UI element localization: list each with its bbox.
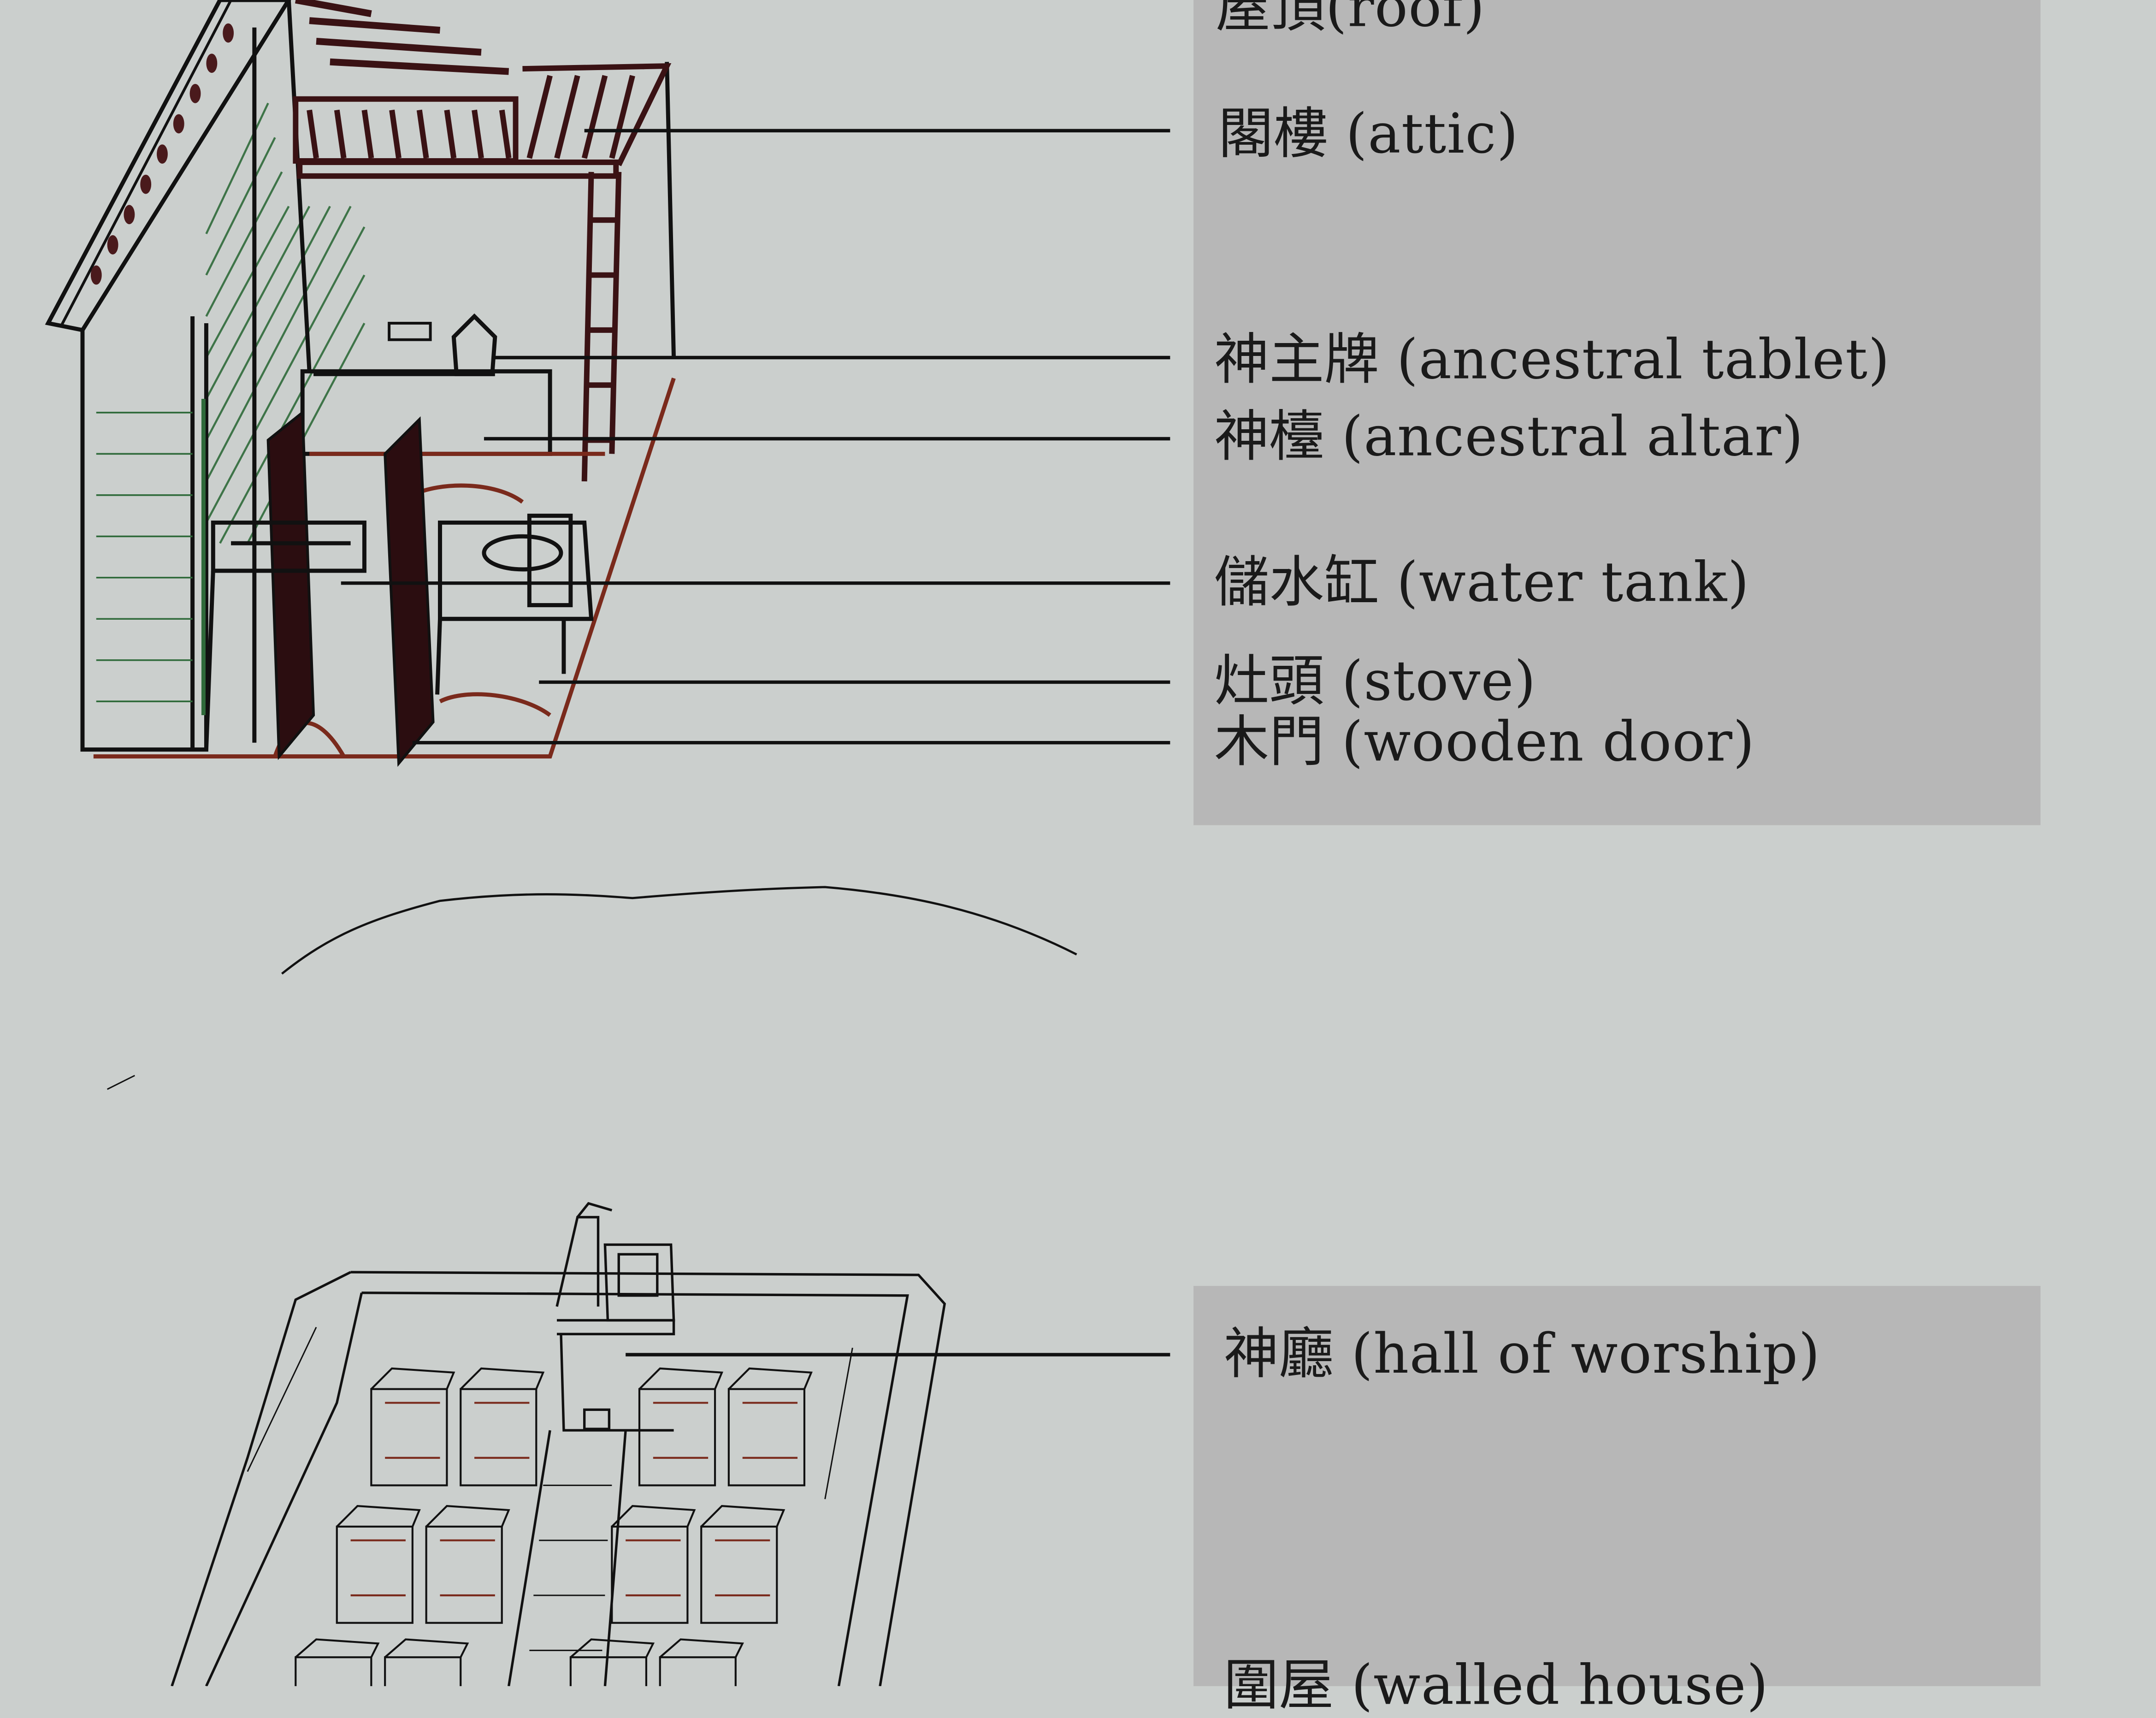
- house-unit: [295, 1638, 380, 1686]
- ladder: [581, 172, 622, 482]
- label-ancestral-altar: 神檯 (ancestral altar): [1214, 410, 1804, 465]
- roof-rafters: [295, 0, 509, 75]
- label-roof-en: (roof): [1325, 0, 1486, 40]
- label-walled-house-en: (walled house): [1351, 1654, 1769, 1718]
- label-stove: 灶頭 (stove): [1214, 655, 1536, 710]
- label-attic-zh: 閣樓: [1218, 103, 1329, 166]
- label-ancestral-tablet-zh: 神主牌: [1214, 328, 1379, 392]
- label-attic-en: (attic): [1346, 103, 1519, 166]
- house-unit: [569, 1638, 655, 1686]
- attic-structure: [293, 63, 672, 179]
- roof-tiles: [90, 23, 234, 285]
- house-unit: [727, 1367, 813, 1487]
- label-stove-en: (stove): [1341, 650, 1536, 714]
- house-unit: [460, 1367, 545, 1487]
- label-water-tank: 儲水缸 (water tank): [1214, 556, 1750, 610]
- label-hall-of-worship-zh: 神廳: [1223, 1323, 1334, 1386]
- label-attic: 閣樓 (attic): [1218, 107, 1519, 162]
- label-panel-village: [1193, 1286, 2041, 1686]
- label-water-tank-en: (water tank): [1396, 551, 1750, 615]
- village-house-units: [295, 1367, 813, 1686]
- label-roof-zh: 屋頂: [1215, 0, 1326, 40]
- label-panel-house: [1193, 0, 2041, 825]
- label-wooden-door-zh: 木門: [1214, 711, 1324, 775]
- house-unit: [384, 1638, 469, 1686]
- hill-contour: [106, 886, 1077, 1090]
- label-ancestral-tablet-en: (ancestral tablet): [1396, 328, 1890, 392]
- label-walled-house-zh: 圍屋: [1223, 1654, 1334, 1718]
- label-ancestral-tablet: 神主牌 (ancestral tablet): [1214, 333, 1890, 388]
- house-roof: [45, 0, 291, 332]
- house-unit: [659, 1638, 744, 1686]
- label-ancestral-altar-zh: 神檯: [1214, 405, 1324, 469]
- house-unit: [370, 1367, 455, 1487]
- walled-village-illustration: [171, 1202, 946, 1686]
- front-wall-lines: [96, 399, 206, 716]
- house-unit: [638, 1367, 724, 1487]
- label-water-tank-zh: 儲水缸: [1214, 551, 1379, 615]
- ancestral-altar: [300, 313, 552, 456]
- label-ancestral-altar-en: (ancestral altar): [1341, 405, 1804, 469]
- house-unit: [336, 1505, 421, 1624]
- gable-wall: [205, 102, 366, 544]
- house-unit: [700, 1505, 786, 1624]
- house-unit: [425, 1505, 510, 1624]
- stove-and-tank: [204, 514, 594, 750]
- house-walls: [80, 0, 676, 752]
- label-wooden-door: 木門 (wooden door): [1214, 715, 1755, 770]
- label-stove-zh: 灶頭: [1214, 650, 1324, 714]
- label-wooden-door-en: (wooden door): [1341, 711, 1755, 775]
- wooden-doors: [266, 409, 435, 767]
- house-unit: [611, 1505, 696, 1624]
- house-leader-lines: [341, 129, 1170, 745]
- label-hall-of-worship-en: (hall of worship): [1351, 1323, 1821, 1386]
- label-hall-of-worship: 神廳 (hall of worship): [1224, 1327, 1821, 1382]
- house-floor: [93, 377, 676, 759]
- label-roof: 屋頂(roof): [1216, 0, 1486, 36]
- label-walled-house: 圍屋 (walled house): [1224, 1659, 1769, 1713]
